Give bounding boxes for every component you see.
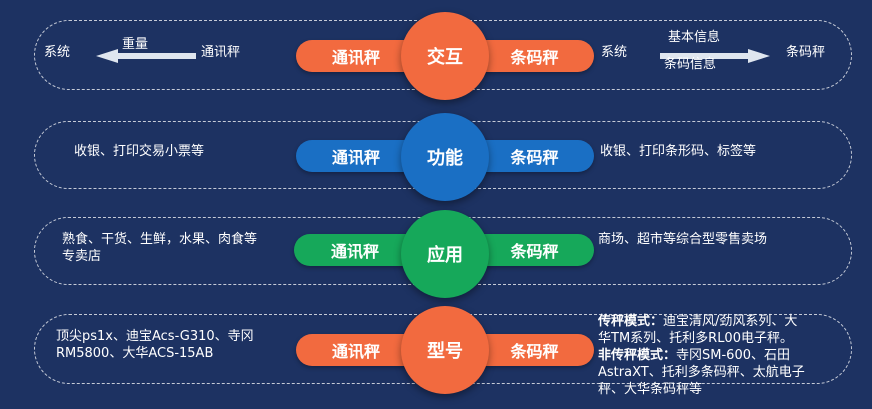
right-description-block: 传秤模式：迪宝清风/劲风系列、大 华TM系列、托利多RL00电子秤。 非传秤模式… (598, 313, 848, 398)
left-description-line-2: 专卖店 (62, 249, 102, 264)
center-circle: 交互 (401, 12, 489, 100)
left-flow-source: 系统 (44, 45, 71, 60)
right-description: 商场、超市等综合型零售卖场 (598, 232, 768, 247)
right-arrow-label-bottom: 条码信息 (664, 57, 717, 72)
non-transfer-mode-line-3: 秤、大华条码秤等 (598, 382, 703, 397)
non-transfer-mode-line-2: AstraXT、托利多条码秤、太航电子 (598, 365, 805, 380)
right-description: 收银、打印条形码、标签等 (600, 144, 757, 159)
non-transfer-mode-text: 寺冈SM-600、石田 (676, 348, 790, 363)
right-arrow-icon (660, 49, 770, 63)
right-flow-source: 系统 (601, 45, 628, 60)
transfer-mode-label: 传秤模式： (598, 314, 664, 329)
left-description-line-1: 顶尖ps1x、迪宝Acs-G310、寺冈 (56, 329, 254, 344)
left-arrow-label: 重量 (122, 37, 149, 52)
non-transfer-mode-line-1: 非传秤模式：寺冈SM-600、石田 (598, 347, 848, 364)
left-flow-target: 通讯秤 (201, 45, 241, 60)
center-circle: 型号 (401, 306, 489, 394)
transfer-mode-line-1: 传秤模式：迪宝清风/劲风系列、大 (598, 313, 848, 330)
transfer-mode-text: 迪宝清风/劲风系列、大 (663, 314, 798, 329)
right-flow-target: 条码秤 (786, 45, 826, 60)
left-description-line-2: RM5800、大华ACS-15AB (56, 346, 214, 361)
center-circle: 功能 (401, 113, 489, 201)
left-description: 收银、打印交易小票等 (74, 144, 205, 159)
right-arrow-label-top: 基本信息 (668, 30, 721, 45)
non-transfer-mode-label: 非传秤模式： (598, 348, 677, 363)
center-circle: 应用 (401, 210, 489, 298)
left-description-line-1: 熟食、干货、生鲜，水果、肉食等 (62, 232, 258, 247)
transfer-mode-line-2: 华TM系列、托利多RL00电子秤。 (598, 331, 793, 346)
left-arrow-icon (96, 49, 196, 63)
